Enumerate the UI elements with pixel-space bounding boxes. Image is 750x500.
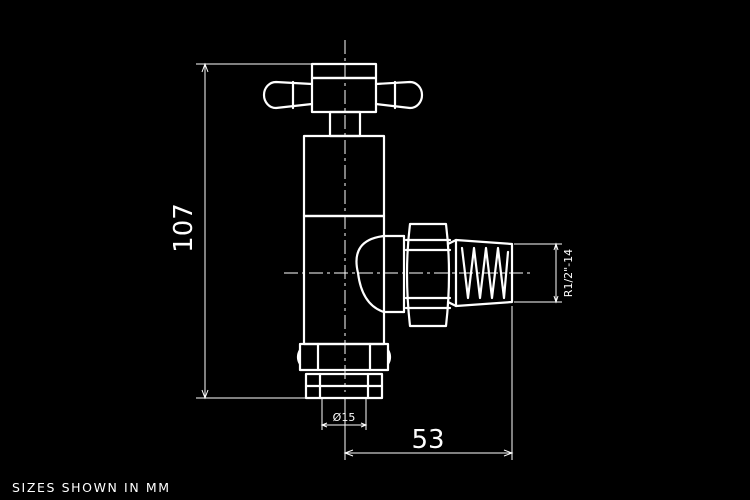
pipe-diameter-label: Ø15: [333, 411, 356, 424]
width-dimension: 53: [343, 306, 514, 460]
thread-dimension: R1/2"-14: [514, 242, 575, 304]
pipe-diameter-dimension: Ø15: [320, 398, 368, 430]
height-dimension: 107: [169, 62, 330, 400]
valve-body: [302, 134, 406, 346]
outlet-nut: [404, 222, 452, 328]
bottom-nut: [296, 342, 392, 400]
height-label: 107: [169, 203, 199, 253]
width-label: 53: [411, 425, 444, 455]
threaded-tail: [446, 238, 514, 308]
valve-handle: [262, 62, 424, 138]
units-note: SIZES SHOWN IN MM: [12, 480, 171, 495]
thread-label: R1/2"-14: [562, 249, 575, 297]
